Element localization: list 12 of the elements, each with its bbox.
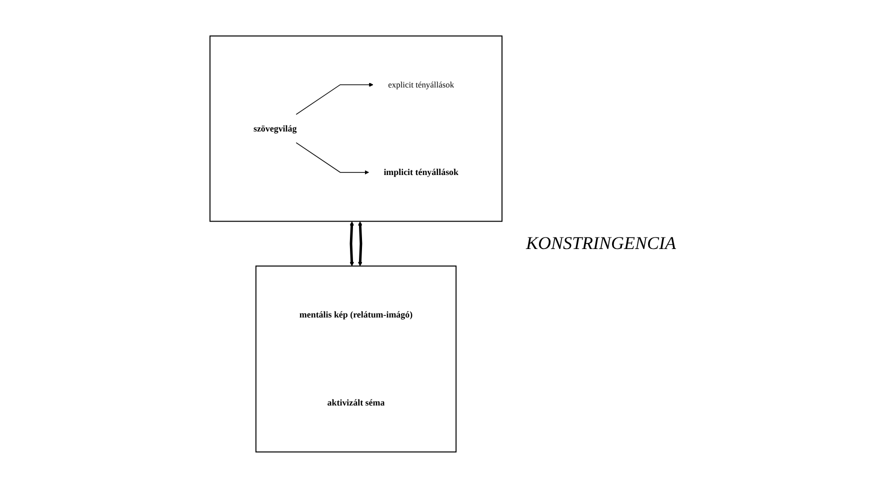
arrow	[296, 142, 369, 174]
node-text: aktivizált séma	[327, 397, 385, 408]
node-text: explicit tényállások	[388, 79, 454, 89]
node-text: implicit tényállások	[384, 166, 459, 177]
note-text: KONSTRINGENCIA	[526, 233, 676, 254]
node-text: szövegvilág	[253, 122, 297, 133]
node-text: mentális kép (relátum-imágó)	[299, 309, 413, 320]
arrow	[350, 220, 354, 266]
arrow	[358, 220, 362, 266]
arrow	[296, 82, 374, 114]
cluster	[255, 265, 457, 452]
cluster	[209, 35, 502, 222]
